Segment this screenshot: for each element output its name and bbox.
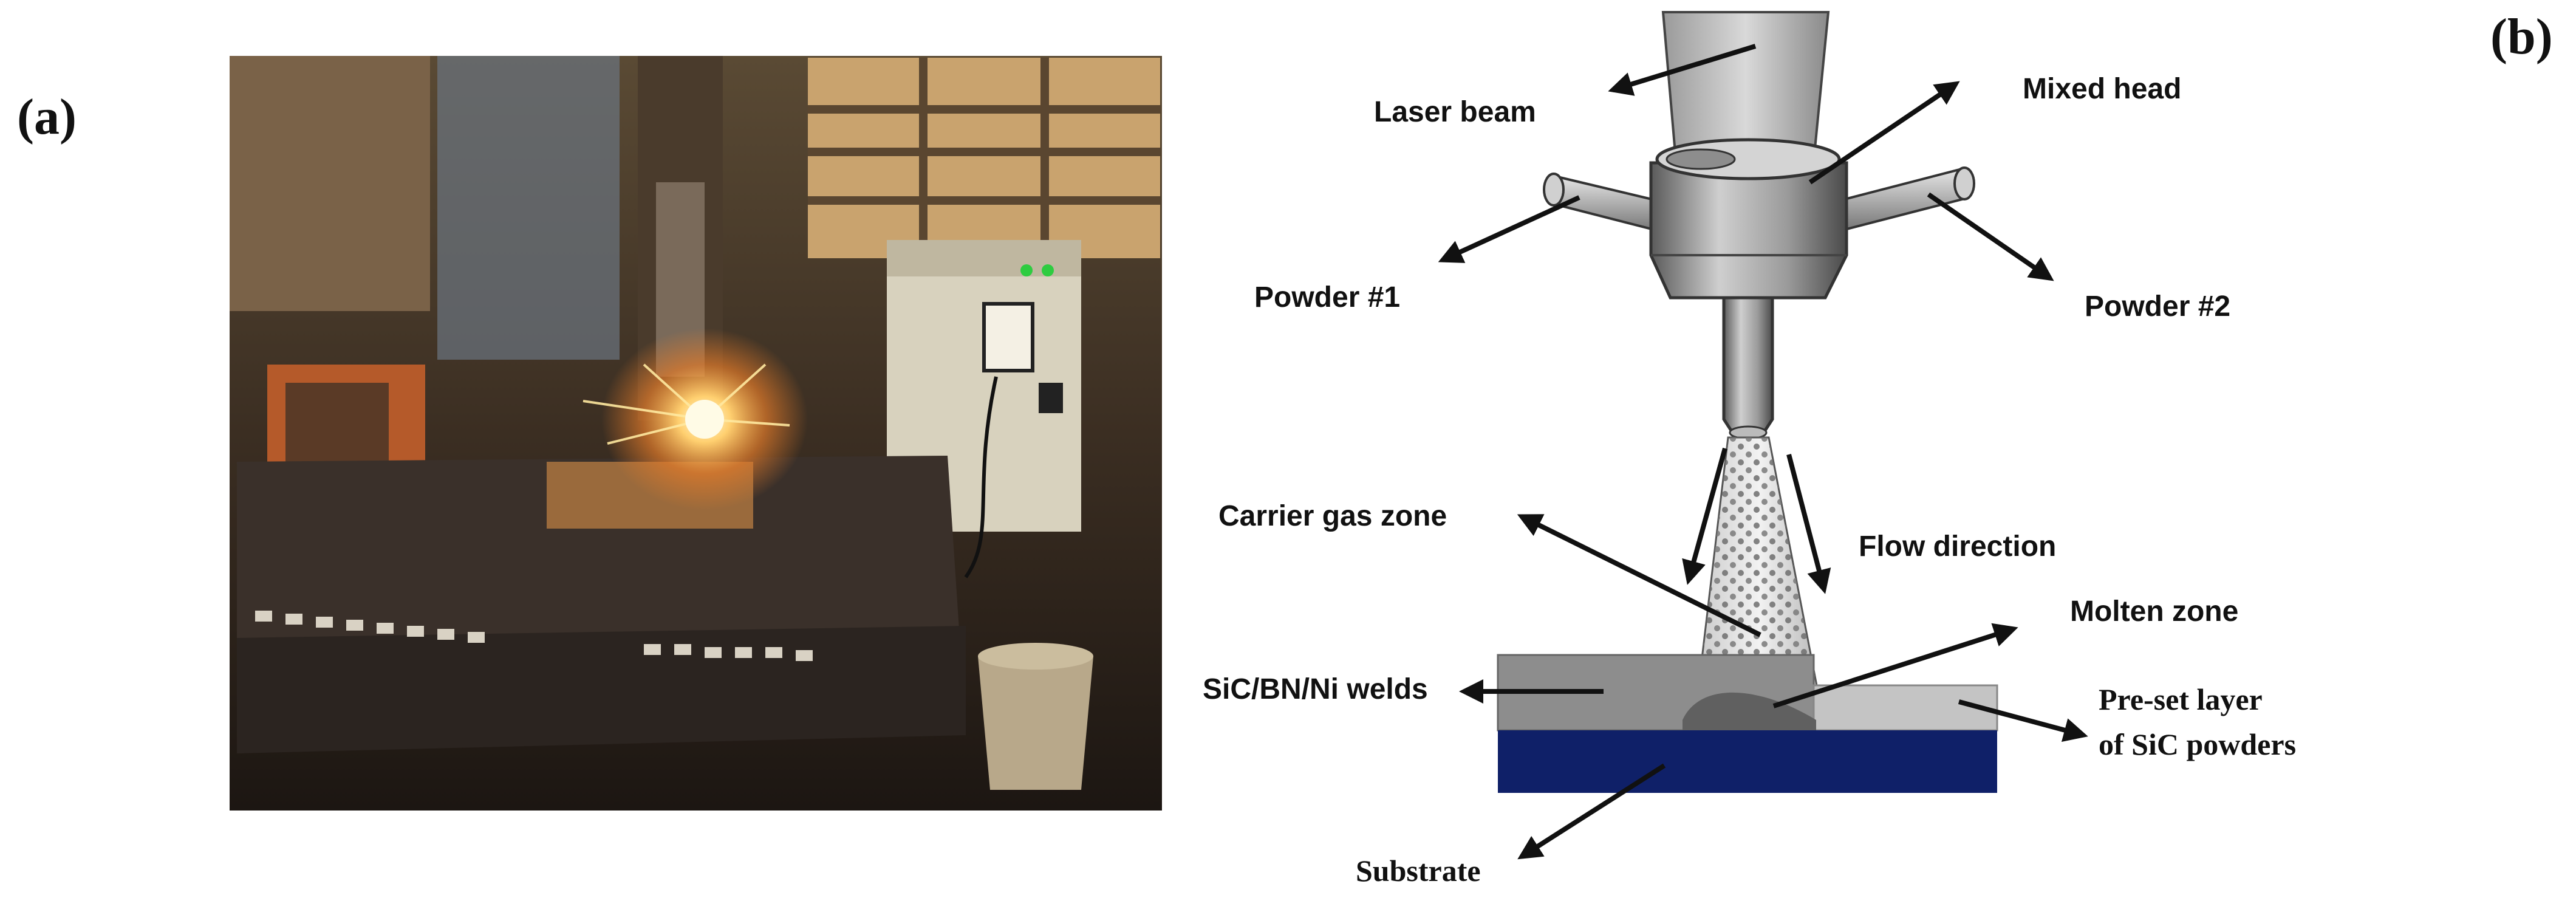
nozzle-shape <box>1722 296 1774 433</box>
arrow-powder-2 <box>1927 192 2054 281</box>
schematic: Laser beam Mixed head Powder #1 Powder #… <box>1203 11 2296 888</box>
preset-layer <box>1812 684 1998 732</box>
arrow-flow-right <box>1786 453 1831 594</box>
photo-laser-cladding-setup <box>230 56 1162 811</box>
label-powder-1: Powder #1 <box>1254 281 1400 314</box>
arrow-substrate <box>1517 763 1666 860</box>
label-welds: SiC/BN/Ni welds <box>1203 673 1428 705</box>
label-carrier-gas-zone: Carrier gas zone <box>1218 500 1447 532</box>
arrow-carrier-gas-zone <box>1517 514 1761 637</box>
label-preset-layer-2: of SiC powders <box>2099 727 2296 761</box>
label-mixed-head: Mixed head <box>2023 73 2181 105</box>
label-preset-layer-1: Pre-set layer <box>2099 682 2263 716</box>
panel-label-a: (a) <box>17 89 77 145</box>
arrow-preset-layer <box>1958 699 2088 742</box>
label-powder-2: Powder #2 <box>2085 290 2230 323</box>
arrow-laser-beam <box>1608 44 1757 96</box>
arrow-powder-1 <box>1438 195 1580 263</box>
molten-zone-shape <box>1683 692 1816 730</box>
arrow-flow-left <box>1682 447 1727 585</box>
arrow-mixed-head <box>1808 81 1960 185</box>
label-molten-zone: Molten zone <box>2070 595 2238 628</box>
panel-label-b: (b) <box>2490 9 2553 65</box>
substrate-shape <box>1498 730 1997 793</box>
label-laser-beam: Laser beam <box>1374 96 1536 128</box>
mixed-head-shape <box>1649 161 1848 300</box>
label-substrate: Substrate <box>1356 854 1481 888</box>
label-flow-direction: Flow direction <box>1859 530 2056 563</box>
arrow-molten-zone <box>1772 623 2018 708</box>
